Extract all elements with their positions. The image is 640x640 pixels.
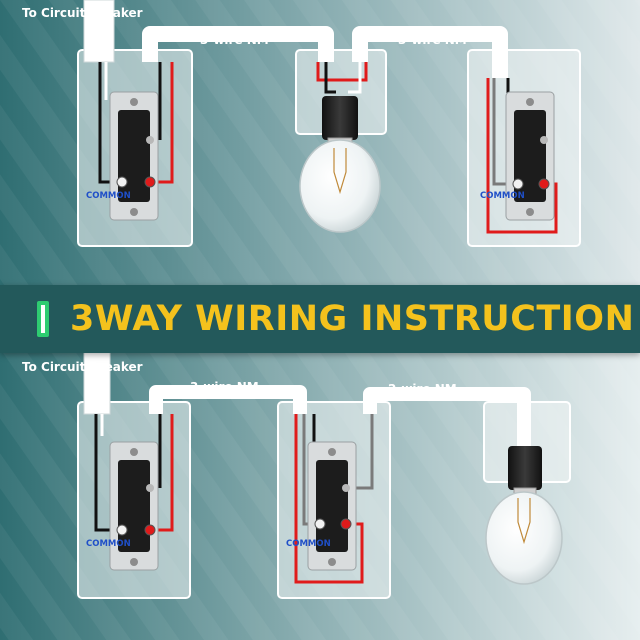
top-diagram: 3-wire NM 3-wire NM COMMON COMMON bbox=[77, 0, 581, 247]
battery-icon bbox=[37, 301, 49, 337]
top-wire-white-center bbox=[348, 62, 362, 94]
top-common-right-label: COMMON bbox=[480, 191, 525, 201]
banner-title: 3WAY WIRING INSTRUCTION bbox=[70, 299, 635, 339]
top-switch-left bbox=[109, 91, 159, 221]
bottom-circuit-breaker-label: To Circuit Breaker bbox=[22, 360, 143, 374]
title-banner: 3WAY WIRING INSTRUCTION bbox=[0, 285, 640, 353]
bottom-common-right-label: COMMON bbox=[286, 539, 331, 549]
bottom-cable-left bbox=[149, 385, 307, 414]
bottom-switch-left bbox=[109, 441, 159, 571]
bottom-switch-middle bbox=[307, 441, 357, 571]
bottom-wire-red-middle bbox=[294, 414, 364, 584]
bottom-common-left-label: COMMON bbox=[86, 539, 131, 549]
bottom-cable-right-label: 2-wire NM bbox=[388, 382, 457, 396]
bottom-breaker-cable bbox=[83, 351, 111, 415]
bottom-cable-right bbox=[363, 387, 531, 446]
top-wire-black-center bbox=[324, 62, 336, 94]
top-cable-left bbox=[142, 26, 334, 62]
bottom-diagram: 3-wire NM 2-wire NM COMMON COMMON bbox=[77, 351, 571, 599]
bottom-cable-left-label: 3-wire NM bbox=[190, 380, 259, 394]
bottom-light-bulb bbox=[485, 446, 563, 585]
top-wire-red-center bbox=[316, 62, 368, 82]
top-cable-right-label: 3-wire NM bbox=[398, 33, 467, 47]
top-light-bulb bbox=[299, 96, 381, 233]
top-cable-left-label: 3-wire NM bbox=[200, 33, 269, 47]
top-common-left-label: COMMON bbox=[86, 191, 131, 201]
top-cable-right bbox=[352, 26, 508, 78]
top-switch-right bbox=[505, 91, 555, 221]
top-circuit-breaker-label: To Circuit Breaker bbox=[22, 6, 143, 20]
